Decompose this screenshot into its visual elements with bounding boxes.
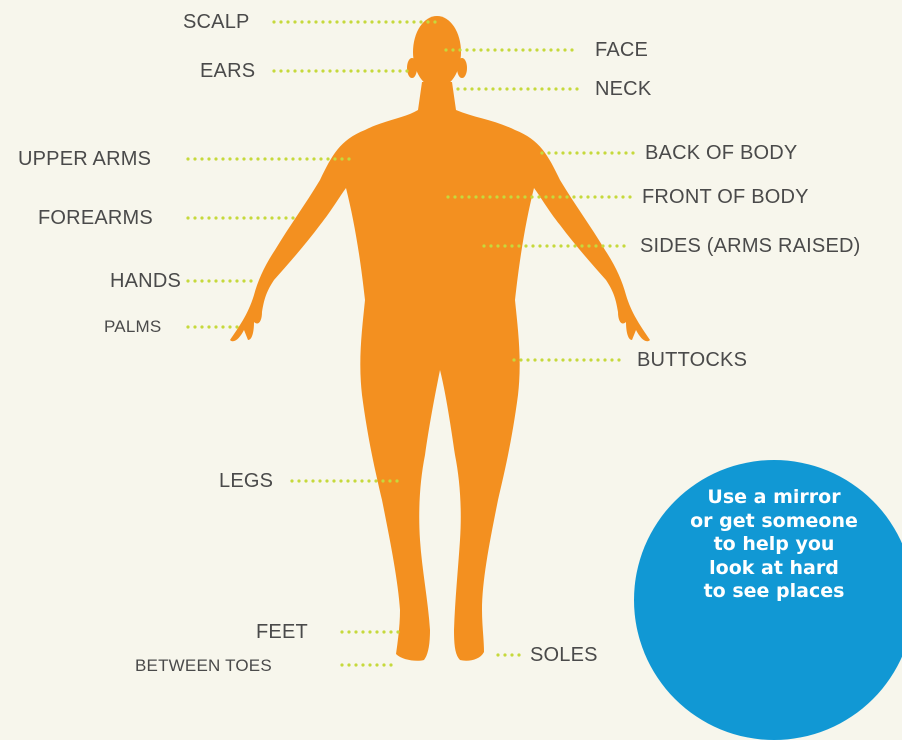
label-forearms: FOREARMS <box>38 208 153 228</box>
label-neck: NECK <box>595 79 651 99</box>
tip-line: look at hard <box>634 557 902 581</box>
tip-text: Use a mirror or get someone to help you … <box>634 486 902 604</box>
label-scalp: SCALP <box>183 12 250 32</box>
label-feet: FEET <box>256 622 308 642</box>
label-face: FACE <box>595 40 648 60</box>
label-soles: SOLES <box>530 645 598 665</box>
label-hands: HANDS <box>110 271 181 291</box>
label-front-of-body: FRONT OF BODY <box>642 187 809 207</box>
label-palms: PALMS <box>104 318 161 335</box>
human-body-silhouette-icon <box>230 16 650 661</box>
label-legs: LEGS <box>219 471 273 491</box>
label-ears: EARS <box>200 61 255 81</box>
label-sides: SIDES (ARMS RAISED) <box>640 236 861 256</box>
tip-line: Use a mirror <box>634 486 902 510</box>
label-buttocks: BUTTOCKS <box>637 350 747 370</box>
tip-line: to see places <box>634 580 902 604</box>
label-back-of-body: BACK OF BODY <box>645 143 797 163</box>
label-between-toes: BETWEEN TOES <box>135 657 272 674</box>
label-upper-arms: UPPER ARMS <box>18 149 151 169</box>
tip-line: or get someone <box>634 510 902 534</box>
tip-line: to help you <box>634 533 902 557</box>
